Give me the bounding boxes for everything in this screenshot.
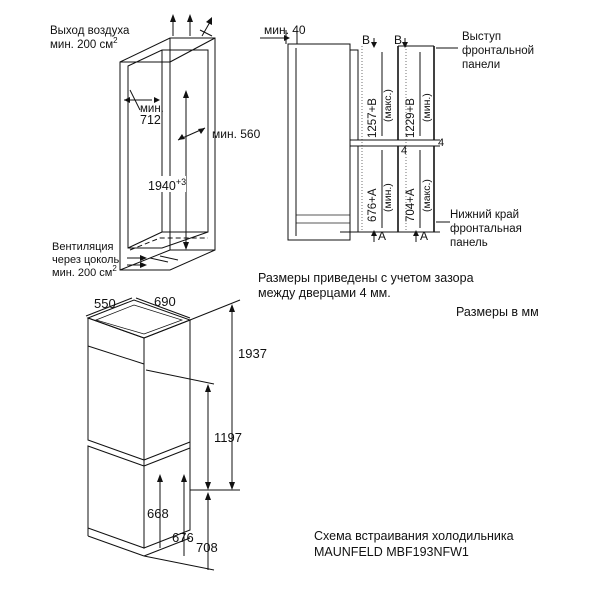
arrow-head [229,482,235,490]
air-outlet-label: Выход воздуха [50,25,130,37]
dims-note-2: между дверцами 4 мм. [258,286,391,300]
label-bg [148,176,186,192]
arrow-head [205,482,211,490]
projection-label-2: фронтальной [462,45,534,57]
arrow-head [157,474,163,482]
dim-1197-label: 1197 [214,430,242,445]
caption-line-1: Схема встраивания холодильника [314,529,514,543]
arrow-head [140,262,147,268]
niche-bottom [119,249,171,271]
gap-4-label-b: 4 [401,145,407,157]
arrow-head [206,17,212,25]
arrow-head [284,35,290,41]
arrow-head [178,134,185,140]
arrow-head [187,14,193,22]
dim-1229-label: 1229+B [405,98,417,138]
min40-label: мин. 40 [264,23,306,37]
dim-1937-label: 1937 [238,346,267,361]
ext-1197-top [145,369,215,385]
air-arrow-3b [199,29,213,37]
vent-label-1: Вентиляция [52,241,114,253]
a-label-2: A [420,229,428,243]
bottom-edge-label-3: панель [450,237,488,249]
niche-drawing [119,14,216,271]
appliance-top-inner [94,304,184,335]
projection-label-3: панели [462,59,500,71]
dim-1257-note: (макс.) [382,89,394,122]
dim-676-label: 676 [172,530,194,545]
dim-690-label: 690 [154,294,176,309]
base [87,535,145,557]
upper-door-top [87,345,145,365]
dim-704-note: (макс.) [421,179,433,212]
arrow-head [413,230,419,236]
arrow-head [371,42,377,48]
side-gap-line [143,447,191,467]
appliance-lower [349,145,359,233]
ext-top [189,299,241,321]
appliance-upper [349,49,359,141]
arrow-head [181,474,187,482]
a-label-1: A [378,229,386,243]
projection-label-1: Выступ [462,31,501,43]
arrow-head [371,230,377,236]
dim-550-label: 550 [94,296,116,311]
side-view-drawing [260,30,458,242]
dim-668-label: 668 [147,506,169,521]
width-712-label: 712 [140,113,161,127]
dim-1229-note: (мин.) [421,93,433,122]
bottom-edge-label-2: фронтальная [450,223,522,235]
air-arrow-3 [201,21,211,37]
b-label-1: B [362,33,370,47]
dim-704-label: 704+A [405,188,417,222]
vent-label-3: мин. 200 см2 [52,264,117,279]
arrow-head [402,42,408,48]
dim-690 [135,297,191,319]
appliance-drawing [85,297,241,571]
ext-base [143,555,215,571]
air-outlet-value: мин. 200 см2 [50,36,118,51]
side-gap-line [143,441,191,461]
hatch [149,257,169,263]
cabinet-side [287,43,351,241]
dim-676-note: (мин.) [382,183,394,212]
cabinet-base [295,214,351,224]
arrow-head [124,97,130,103]
niche-inner [127,49,209,249]
arrow-head [205,492,211,500]
caption-line-2: MAUNFELD MBF193NFW1 [314,545,469,559]
appliance-front-upper [87,317,145,461]
appliance-right-side [143,319,191,549]
arrow-head [140,255,147,261]
bottom-edge-label-1: Нижний край [450,209,519,221]
hatch [159,255,179,261]
gap-4-label-a: 4 [438,137,444,149]
arrow-head [198,128,205,134]
b-label-2: B [394,33,402,47]
vent-label-2: через цоколь [52,254,119,266]
niche-outline [119,37,216,271]
arrow-head [183,90,189,98]
height-1940-label: 1940+3 [148,177,186,193]
niche-inner-floor2 [127,231,163,249]
arrow-head [183,242,189,250]
dim-676-label: 676+A [367,188,379,222]
arrow-head [229,304,235,312]
dims-note-1: Размеры приведены с учетом зазора [258,271,474,285]
appliance-front-lower [87,445,145,549]
base [143,537,191,557]
units-note: Размеры в мм [456,305,539,319]
dim-712-slant [129,89,141,111]
dim-1257-label: 1257+B [367,98,379,138]
depth-560-label: мин. 560 [212,127,261,141]
arrow-head [154,97,160,103]
dim-708-label: 708 [196,540,218,555]
min-label: мин. [140,103,164,115]
dim-550 [85,297,133,317]
arrow-head [205,384,211,392]
arrow-head [170,14,176,22]
plinth-dash [129,237,208,251]
